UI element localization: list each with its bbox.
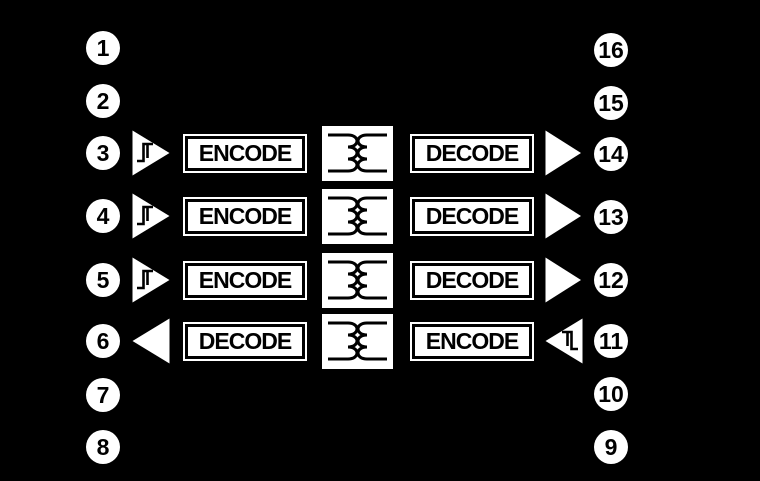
- buffer-triangle-icon: [132, 318, 170, 364]
- decode-block: DECODE: [412, 263, 532, 298]
- transformer-coils-icon: [322, 253, 393, 308]
- schmitt-trigger-triangle-icon: [132, 130, 170, 176]
- pin-16: 16: [594, 33, 628, 67]
- pin-4: 4: [86, 199, 120, 233]
- schmitt-trigger-triangle-icon: [132, 257, 170, 303]
- encode-block: ENCODE: [185, 199, 305, 234]
- buffer-triangle-icon: [545, 257, 581, 303]
- pin-8: 8: [86, 430, 120, 464]
- pin-7: 7: [86, 378, 120, 412]
- pin-1: 1: [86, 31, 120, 65]
- decode-block: DECODE: [185, 324, 305, 359]
- schmitt-trigger-triangle-icon: [132, 193, 170, 239]
- pin-3: 3: [86, 136, 120, 170]
- pin-12: 12: [594, 263, 628, 297]
- buffer-triangle-icon: [545, 130, 581, 176]
- pin-14: 14: [594, 137, 628, 171]
- buffer-triangle-icon: [545, 193, 581, 239]
- pin-15: 15: [594, 86, 628, 120]
- pin-9: 9: [594, 430, 628, 464]
- encode-block: ENCODE: [185, 263, 305, 298]
- schmitt-trigger-triangle-icon: [545, 318, 583, 364]
- encode-block: ENCODE: [185, 136, 305, 171]
- pin-13: 13: [594, 200, 628, 234]
- pin-2: 2: [86, 84, 120, 118]
- transformer-coils-icon: [322, 189, 393, 244]
- transformer-coils-icon: [322, 126, 393, 181]
- pin-10: 10: [594, 377, 628, 411]
- encode-block: ENCODE: [412, 324, 532, 359]
- pin-5: 5: [86, 263, 120, 297]
- decode-block: DECODE: [412, 199, 532, 234]
- pin-6: 6: [86, 324, 120, 358]
- pin-11: 11: [594, 324, 628, 358]
- transformer-coils-icon: [322, 314, 393, 369]
- decode-block: DECODE: [412, 136, 532, 171]
